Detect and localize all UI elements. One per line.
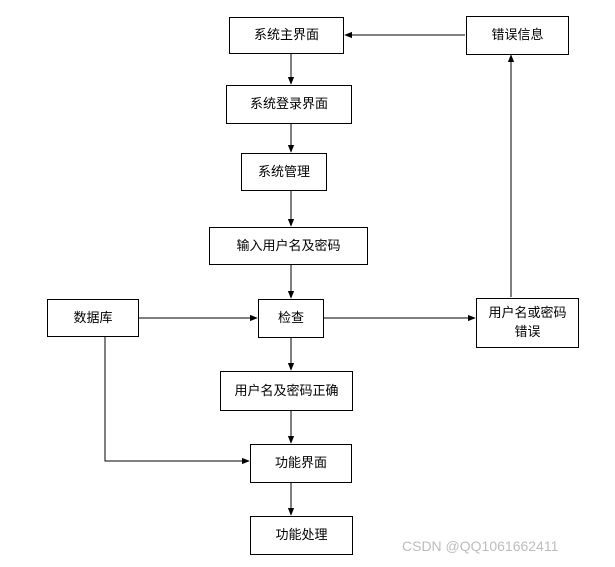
node-system-manage: 系统管理	[241, 153, 327, 191]
node-credentials-wrong: 用户名或密码错误	[476, 298, 579, 348]
node-login-screen: 系统登录界面	[226, 85, 352, 124]
node-system-manage-label: 系统管理	[257, 164, 310, 180]
csdn-watermark: CSDN @QQ1061662411	[402, 538, 559, 554]
node-input-credentials: 输入用户名及密码	[209, 227, 368, 265]
node-check-label: 检查	[277, 311, 304, 326]
node-function-screen: 功能界面	[250, 444, 352, 483]
node-input-credentials-label: 输入用户名及密码	[236, 238, 341, 254]
node-credentials-correct: 用户名及密码正确	[220, 371, 353, 411]
node-database-label: 数据库	[73, 310, 113, 326]
node-error-info-label: 错误信息	[491, 28, 544, 43]
arrow-database-to-function	[104, 337, 250, 465]
node-login-screen-label: 系统登录界面	[249, 97, 328, 112]
node-database: 数据库	[47, 299, 139, 337]
node-credentials-correct-label: 用户名及密码正确	[234, 383, 339, 399]
node-main-screen-label: 系统主界面	[253, 28, 319, 43]
node-function-process-label: 功能处理	[275, 528, 328, 543]
node-function-process: 功能处理	[250, 516, 353, 555]
node-error-info: 错误信息	[466, 16, 569, 55]
node-credentials-wrong-label: 用户名或密码错误	[488, 306, 567, 340]
node-check: 检查	[258, 299, 324, 338]
node-function-screen-label: 功能界面	[274, 456, 327, 471]
node-main-screen: 系统主界面	[229, 17, 344, 54]
